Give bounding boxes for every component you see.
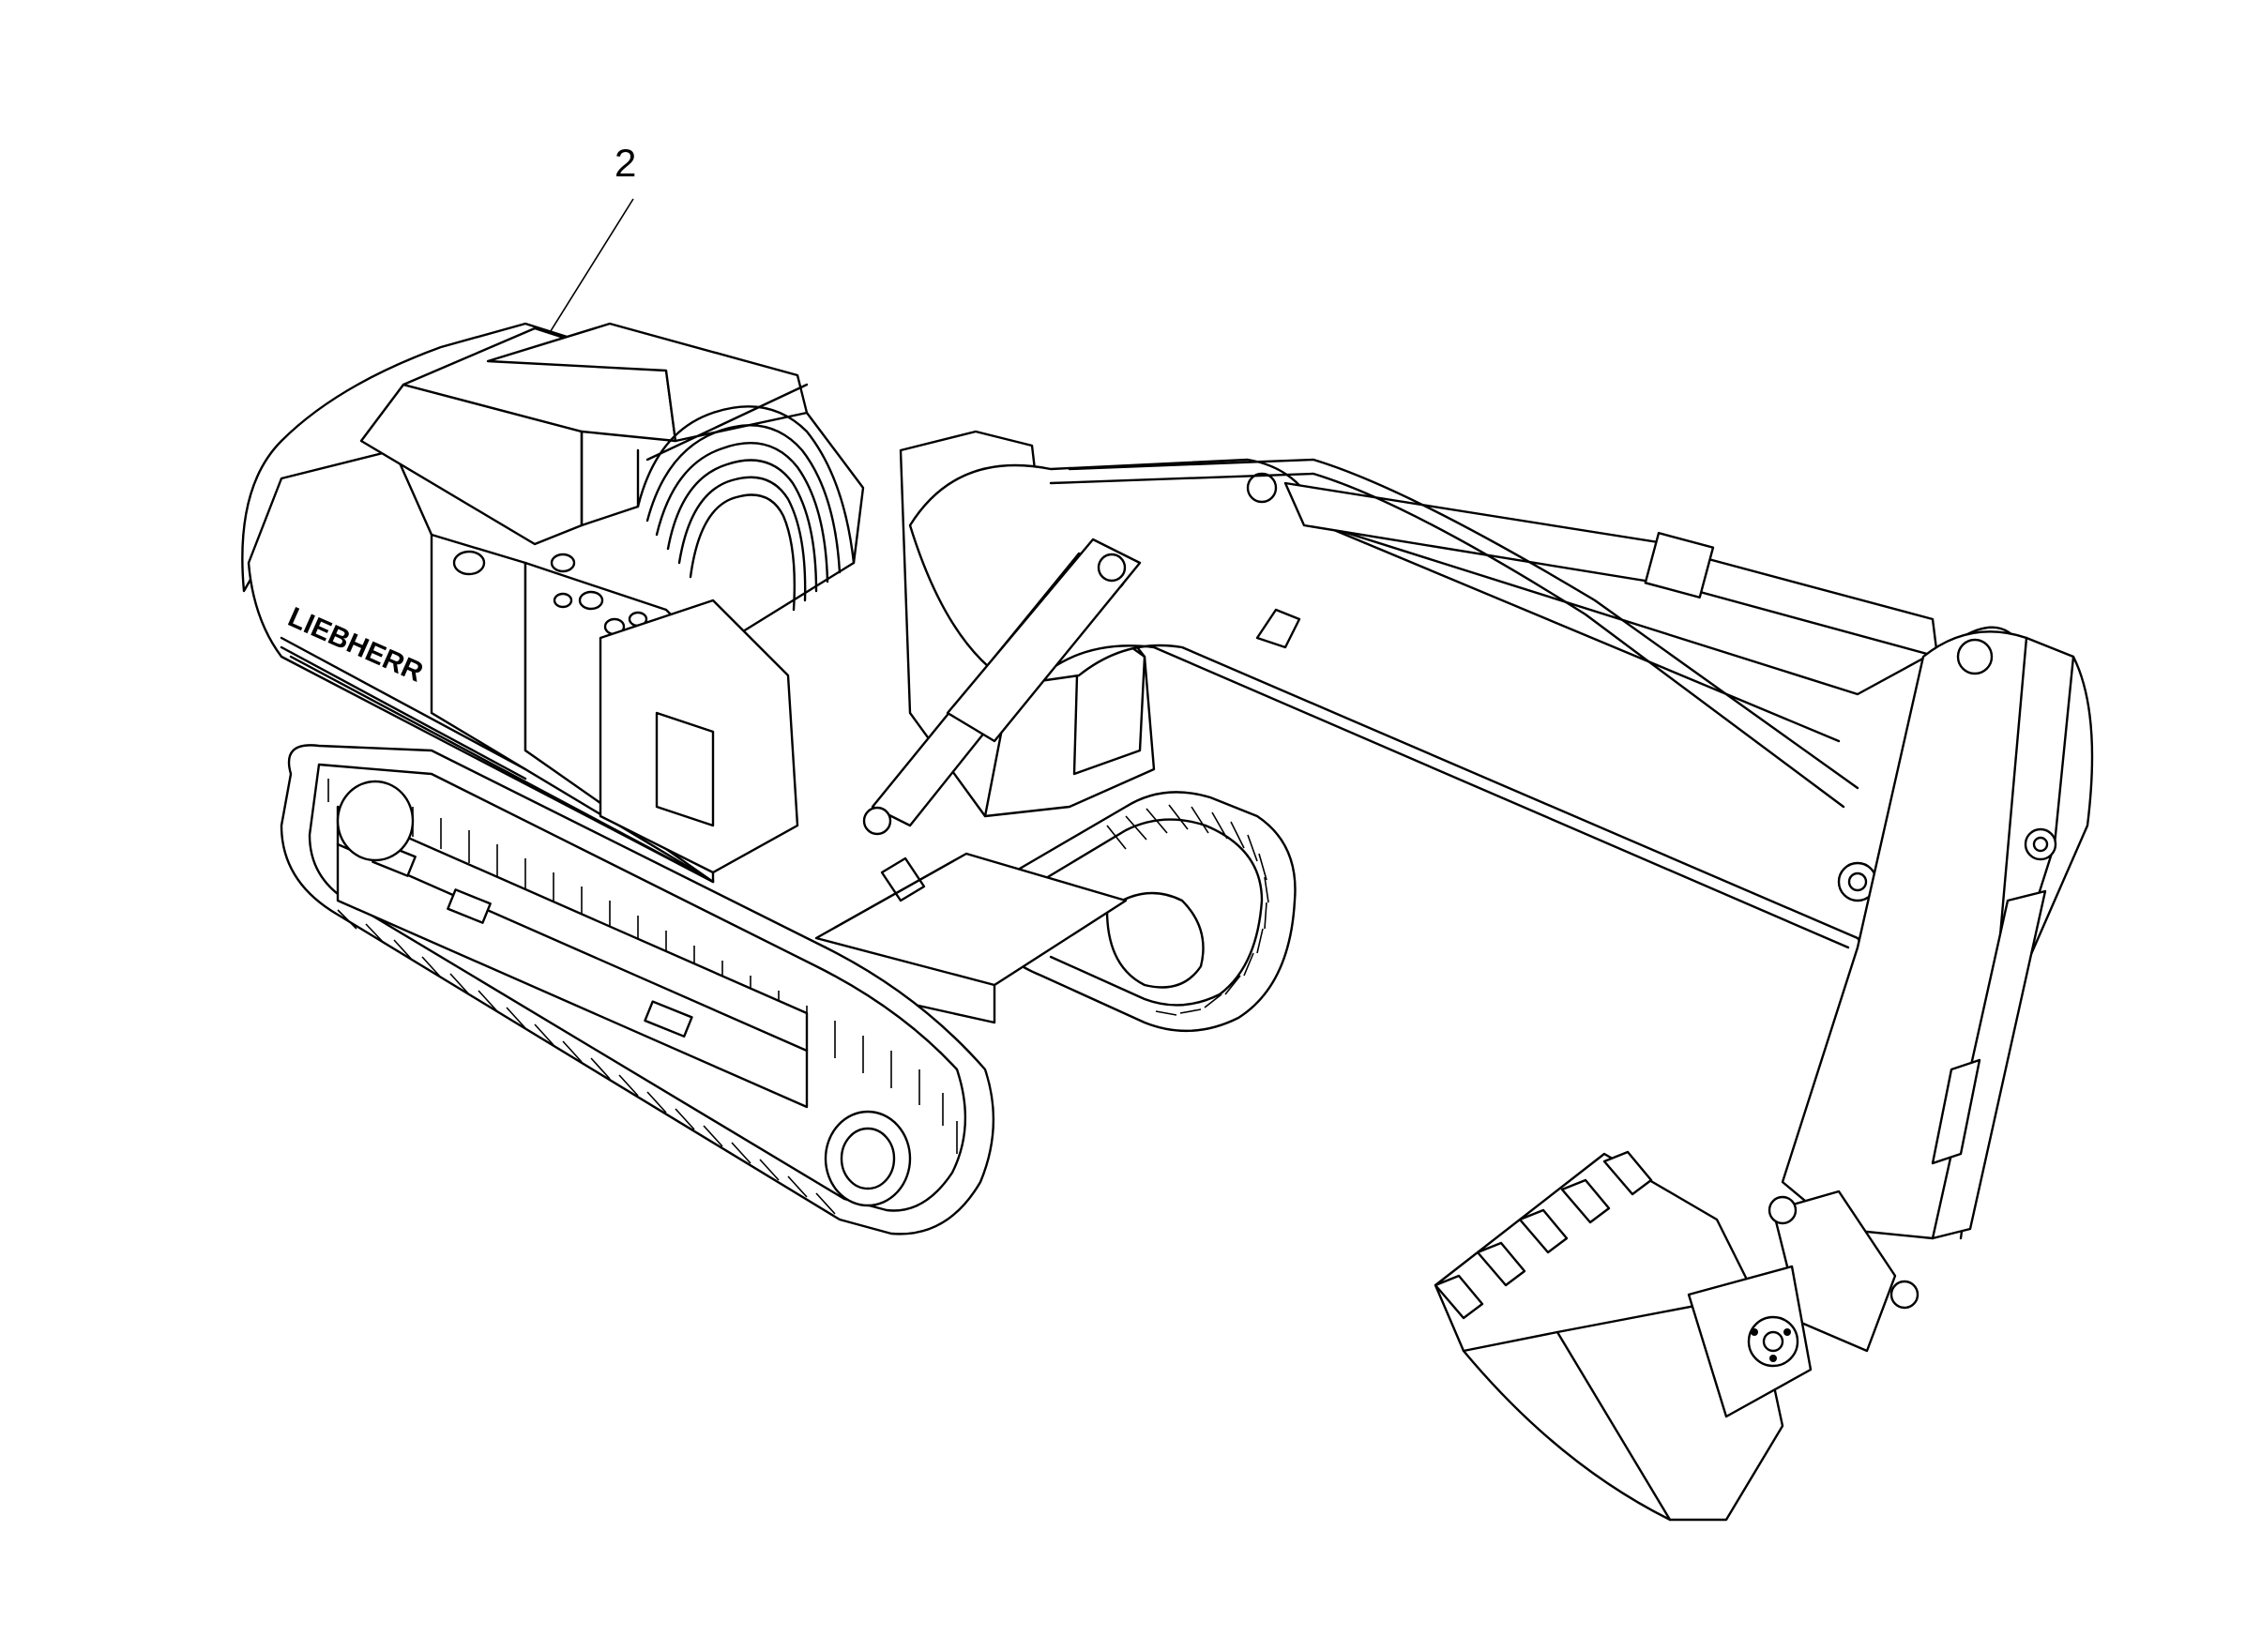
stick-cylinder xyxy=(1049,458,1939,809)
stick-arm xyxy=(1781,630,2094,1240)
boom-cylinder xyxy=(862,538,1142,836)
rear-crawler-track xyxy=(955,791,1297,1033)
bucket-tooth xyxy=(1434,1274,1484,1320)
front-crawler-track xyxy=(280,744,995,1235)
bucket-tooth xyxy=(1518,1208,1569,1254)
callout-number: 2 xyxy=(615,141,637,185)
bucket-cylinder xyxy=(1931,889,2047,1240)
bucket-tooth xyxy=(1476,1241,1526,1287)
bucket xyxy=(1434,1150,1813,1522)
bucket-tooth xyxy=(1560,1178,1611,1224)
bucket-tooth xyxy=(1602,1150,1653,1196)
